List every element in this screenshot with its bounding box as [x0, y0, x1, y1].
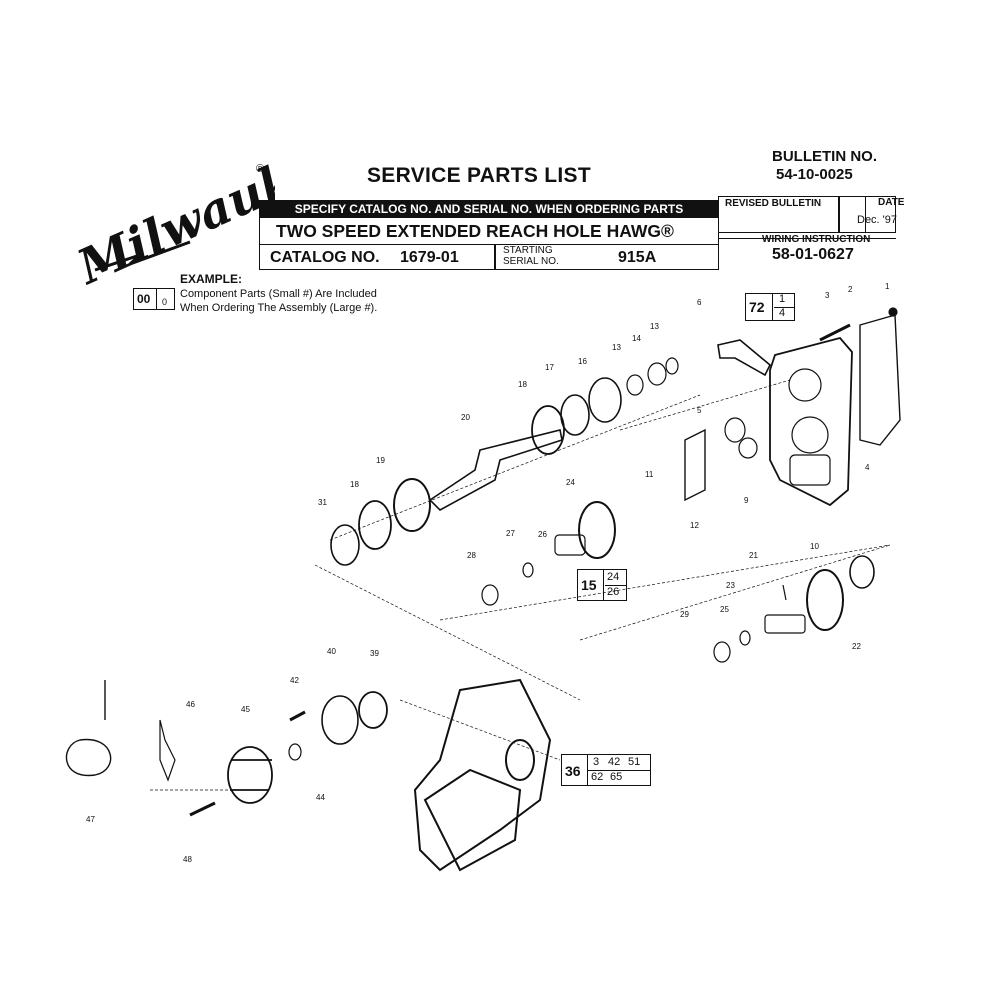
example-small: 0	[162, 297, 168, 307]
instruction-banner: SPECIFY CATALOG NO. AND SERIAL NO. WHEN …	[259, 200, 719, 218]
part-label: 12	[690, 521, 699, 530]
registered-mark: ®	[256, 163, 264, 175]
part-label: 1	[885, 282, 890, 291]
part-label: 27	[506, 529, 515, 538]
serial-number: 915A	[618, 249, 657, 266]
assembly-number: 36	[565, 763, 581, 779]
wiring-number: 58-01-0627	[772, 246, 854, 263]
component-number: 3	[593, 756, 600, 768]
assembly-number: 72	[749, 299, 765, 315]
part-label: 10	[810, 542, 819, 551]
gear-case-part	[769, 336, 853, 507]
part-label: 17	[545, 363, 554, 372]
wiring-rule	[718, 238, 896, 240]
part-label: 45	[241, 705, 250, 714]
wiring-label: WIRING INSTRUCTION	[762, 234, 871, 245]
part-label: 28	[467, 551, 476, 560]
part-label: 18	[350, 480, 359, 489]
part-label: 44	[316, 793, 325, 802]
part-label: 13	[650, 322, 659, 331]
part-label: 14	[632, 334, 641, 343]
example-line-2: When Ordering The Assembly (Large #).	[180, 302, 378, 314]
assembly-divider	[587, 755, 589, 785]
bulletin-number: 54-10-0025	[776, 166, 853, 183]
date-box	[838, 196, 896, 233]
revised-bulletin-label: REVISED BULLETIN	[725, 198, 822, 209]
part-label: 18	[518, 380, 527, 389]
part-label: 19	[376, 456, 385, 465]
component-number: 4	[779, 307, 786, 319]
assembly-box-72: 72 1 4	[745, 293, 795, 321]
assembly-divider	[772, 294, 774, 320]
part-label: 25	[720, 605, 729, 614]
part-label: 47	[86, 815, 95, 824]
example-assembly-box: 00 0	[133, 288, 175, 310]
part-label: 13	[612, 343, 621, 352]
revised-bulletin-box	[718, 196, 866, 233]
example-big: 00	[137, 292, 151, 306]
part-label: 26	[538, 530, 547, 539]
page-title: SERVICE PARTS LIST	[367, 164, 591, 187]
example-divider	[156, 289, 157, 309]
part-label: 40	[327, 647, 336, 656]
part-label: 31	[318, 498, 327, 507]
date-value: Dec. '97	[857, 214, 898, 226]
example-line-1: Component Parts (Small #) Are Included	[180, 288, 377, 300]
part-label: 20	[461, 413, 470, 422]
starting-label: STARTING	[503, 245, 553, 256]
part-label: 24	[566, 478, 575, 487]
assembly-box-15: 15 24 26	[577, 569, 627, 601]
component-number: 26	[607, 586, 620, 598]
part-label: 16	[578, 357, 587, 366]
component-divider	[588, 770, 650, 771]
date-label: DATE	[878, 197, 905, 208]
part-label: 9	[744, 496, 749, 505]
component-number: 1	[779, 293, 786, 305]
part-label: 23	[726, 581, 735, 590]
component-number: 42	[608, 756, 621, 768]
component-number: 24	[607, 571, 620, 583]
component-number: 65	[610, 771, 623, 783]
part-label: 39	[370, 649, 379, 658]
part-label: 48	[183, 855, 192, 864]
component-number: 51	[628, 756, 641, 768]
component-divider	[774, 307, 794, 308]
part-label: 46	[186, 700, 195, 709]
starting-serial-label: STARTING SERIAL NO.	[503, 245, 559, 267]
catalog-row	[259, 244, 719, 270]
component-number: 62	[591, 771, 604, 783]
example-label: EXAMPLE:	[180, 272, 243, 286]
assembly-number: 15	[581, 577, 597, 593]
component-divider	[605, 585, 626, 586]
guide-lines	[150, 379, 891, 791]
serial-label: SERIAL NO.	[503, 256, 559, 267]
catalog-number: 1679-01	[400, 249, 459, 266]
part-label: 11	[645, 470, 654, 479]
assembly-divider	[603, 570, 605, 600]
part-label: 2	[848, 285, 853, 294]
part-label: 3	[825, 291, 830, 300]
part-number-labels: 1 2 3 4 5 6 9 10 11 12 13 13 14 16 17 18…	[86, 282, 890, 864]
housing-part	[413, 678, 552, 872]
part-label: 22	[852, 642, 861, 651]
part-label: 5	[697, 406, 702, 415]
part-label: 4	[865, 463, 870, 472]
catalog-divider	[494, 244, 496, 270]
chuck-part	[227, 746, 273, 804]
part-label: 21	[749, 551, 758, 560]
catalog-label: CATALOG NO.	[270, 249, 380, 266]
part-label: 29	[680, 610, 689, 619]
assembly-box-36: 36 3 42 51 62 65	[561, 754, 651, 786]
bulletin-label: BULLETIN NO.	[772, 148, 877, 165]
gasket-part	[859, 314, 901, 446]
part-label: 42	[290, 676, 299, 685]
part-label: 6	[697, 298, 702, 307]
